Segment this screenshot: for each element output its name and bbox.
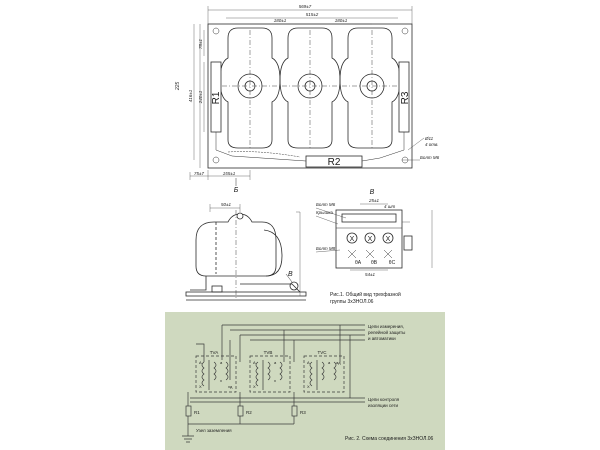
term-a: A	[199, 360, 202, 365]
transformer-plan-2	[279, 27, 341, 150]
dim-inner: 515±2	[306, 12, 319, 17]
circuits-top-2: релейной защиты	[368, 329, 405, 335]
resistor-label: R1	[194, 410, 200, 415]
term-x: X	[199, 384, 202, 389]
tv-label: TVA	[210, 350, 218, 355]
fig1-caption-line1: Рис.1. Общий вид трехфазной	[330, 291, 401, 298]
detail-dim-bottom: 54±1	[365, 272, 375, 277]
term-a: A	[307, 360, 310, 365]
transformer-plan-1	[219, 27, 281, 150]
dim-bottom-left: 75±7	[194, 171, 204, 176]
term-x: X	[253, 384, 256, 389]
term-small-x: x	[220, 378, 222, 383]
term-small-a: a	[220, 360, 223, 365]
resistor-r2	[305, 155, 363, 168]
term-ad: aд	[336, 360, 341, 365]
side-base	[185, 291, 307, 297]
dim-h2: 416±1	[188, 89, 193, 102]
transformer-plan-3	[339, 27, 401, 150]
side-marker-v: В	[288, 271, 293, 278]
terminal-c	[382, 232, 394, 244]
terminal-mark: X	[368, 236, 373, 243]
label-r3: R3	[400, 91, 411, 104]
circuits-top-1: Цепи измерения,	[368, 324, 404, 329]
fig1-caption-line2: группы 3хЗНОЛ.06	[330, 299, 374, 305]
view-marker-b: Б	[234, 187, 239, 194]
mount-hole	[212, 27, 220, 35]
term-small-a: a	[328, 360, 331, 365]
base-plate	[207, 23, 413, 169]
detail-view-letter: В	[370, 189, 375, 196]
label-r2: R2	[328, 157, 341, 168]
term-small-a: a	[274, 360, 277, 365]
dim-h4: 225	[175, 82, 181, 92]
terminal-box	[335, 209, 403, 269]
hole-count: 4 отв.	[425, 142, 439, 147]
detail-label-lid: Крышка	[316, 210, 333, 215]
dim-pitch-right: 180±1	[335, 18, 348, 23]
term-small-x: x	[274, 378, 276, 383]
terminal-label: θB	[371, 260, 378, 266]
mount-hole	[401, 27, 409, 35]
terminal-a	[346, 232, 358, 244]
mount-hole	[212, 156, 220, 164]
tv-label: TVB	[264, 350, 273, 355]
tv-label: TVC	[318, 350, 328, 355]
schematic-panel: Цепи измерения, релейной защиты и автома…	[165, 312, 445, 450]
terminal-mark: X	[350, 236, 355, 243]
term-x: X	[307, 384, 310, 389]
side-view: 50±1 В	[185, 202, 307, 301]
resistor-r2	[237, 405, 244, 417]
tv-block-b: TVB A X a x	[239, 330, 291, 393]
circuits-bottom-2: изоляции сети	[368, 403, 399, 408]
dim-h1: 78±1	[198, 39, 203, 49]
resistor-r3	[291, 405, 298, 417]
top-view: 569±7 515±2 180±1 180±1 78±1 416±1 240±1…	[175, 4, 440, 194]
terminal-label: θA	[355, 260, 362, 266]
label-r1: R1	[211, 91, 222, 104]
detail-view: В 25±1 X X X θA θB θC 54±1 Болт М6 Крышк…	[315, 189, 433, 277]
detail-label-bolt-m6: Болт М6	[316, 202, 336, 207]
dim-bottom-pitch: 155±1	[223, 171, 236, 176]
detail-dim-top: 25±1	[368, 198, 379, 203]
dim-h3: 240±1	[198, 90, 203, 104]
terminal-b	[364, 232, 376, 244]
tv-block-c: TVC A X a aд	[293, 325, 351, 398]
detail-label-bolt-m8: Болт М8	[316, 246, 336, 251]
resistor-label: R2	[246, 410, 252, 415]
dim-overall: 569±7	[299, 4, 312, 9]
term-a: A	[253, 360, 256, 365]
circuits-top-3: и автоматики	[368, 336, 396, 341]
side-dim-top: 50±1	[221, 202, 231, 207]
ground-label: Узел заземления	[196, 428, 232, 433]
terminal-cross-row	[347, 249, 393, 259]
gland	[403, 235, 413, 251]
terminal-label: θC	[389, 260, 396, 266]
terminal-mark: X	[386, 236, 391, 243]
detail-label-count: 4 шт	[384, 204, 395, 209]
hole-label: Ø11	[424, 136, 434, 141]
dim-pitch-left: 180±1	[274, 18, 287, 23]
tv-block-a: TVA A X a x xд	[195, 325, 237, 393]
term-xd: xд	[228, 384, 233, 389]
bolt-label: Болт М6	[420, 155, 440, 160]
resistor-label: R3	[300, 410, 306, 415]
fig2-caption: Рис. 2. Схема соединения 3хЗНОЛ.06	[345, 436, 434, 442]
circuits-bottom-1: Цепи контроля	[368, 397, 400, 402]
resistor-r1	[185, 405, 192, 417]
